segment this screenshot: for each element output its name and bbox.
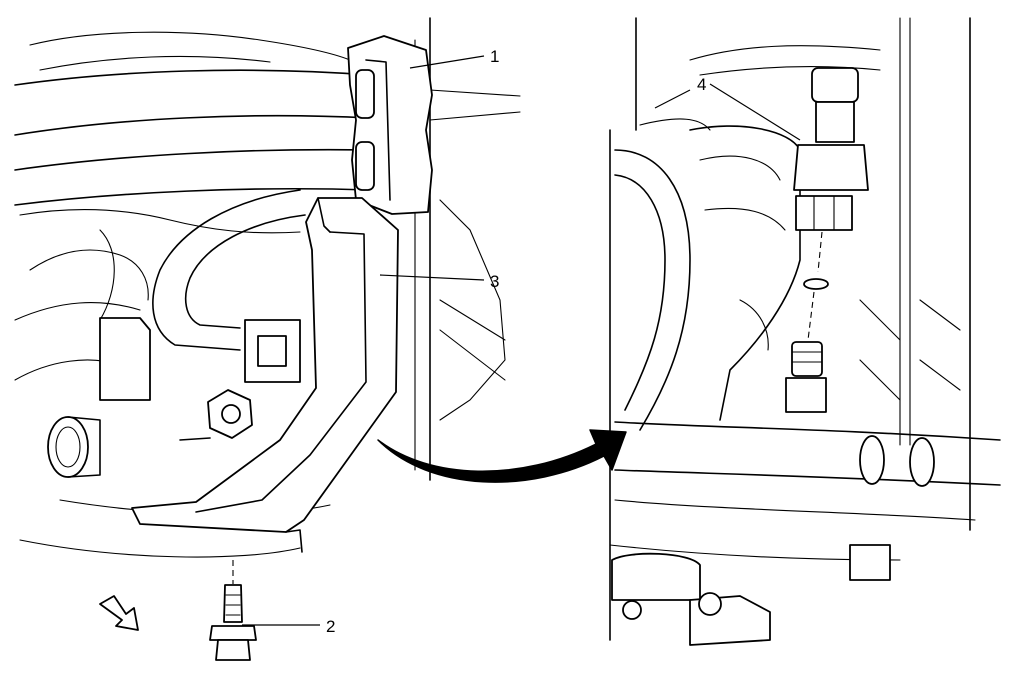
leader-4 xyxy=(709,83,801,141)
coolant-tube xyxy=(614,174,666,411)
engine-contour xyxy=(699,66,881,76)
callout-2: 2 xyxy=(326,617,335,636)
support-bracket-corner xyxy=(317,197,331,233)
leader-3 xyxy=(379,274,485,281)
housing-contour xyxy=(739,299,769,351)
hose-clamp xyxy=(859,435,885,485)
engine-contour xyxy=(614,499,976,521)
background-tube xyxy=(184,214,306,329)
hose-upper-top xyxy=(14,69,371,86)
lower-bracket xyxy=(849,544,891,581)
engine-contour xyxy=(99,229,115,321)
hose-lower-bottom xyxy=(14,187,371,206)
sensor-housing xyxy=(689,125,801,421)
engine-contour xyxy=(14,302,141,321)
sensor-cap xyxy=(811,67,859,103)
bracket-mount xyxy=(99,317,151,401)
o-ring xyxy=(803,278,829,290)
sensor-install-path xyxy=(817,231,823,273)
hose-lower-top xyxy=(14,148,371,171)
coolant-tube xyxy=(614,149,691,431)
connector-block-face xyxy=(257,335,287,367)
bolt-shank xyxy=(223,584,243,623)
clip-slot-lower xyxy=(355,141,375,191)
stud-line xyxy=(179,437,211,441)
support-bracket-flange xyxy=(195,231,367,513)
right-view: 4 xyxy=(609,17,1001,646)
sensor-collar xyxy=(793,144,869,191)
callout-1: 1 xyxy=(490,47,499,66)
filler-neck xyxy=(67,416,101,478)
transition-arrow-icon xyxy=(377,429,627,483)
callout-3: 3 xyxy=(490,272,499,291)
background-tube xyxy=(152,189,301,351)
connector-block xyxy=(244,319,301,383)
sensor-fitting xyxy=(791,341,823,377)
hex-nut-stud xyxy=(221,404,241,424)
hose-clip-edge xyxy=(365,59,391,201)
clip-slot-upper xyxy=(355,69,375,119)
engine-contour xyxy=(39,55,271,71)
engine-contour xyxy=(29,249,149,301)
hose-clamp xyxy=(909,437,935,487)
sensor-body xyxy=(815,101,855,143)
filler-cap-ring xyxy=(55,426,81,468)
housing-contour xyxy=(859,299,961,401)
housing-contour xyxy=(699,155,781,181)
engine-contour xyxy=(29,31,351,61)
engine-contour xyxy=(429,111,521,121)
engine-contour xyxy=(429,89,521,97)
callout-4: 4 xyxy=(697,75,706,94)
filler-cap xyxy=(47,416,89,478)
hose-top xyxy=(614,421,1001,441)
view-direction-arrow-icon xyxy=(99,595,139,631)
support-bracket-foot xyxy=(285,529,303,553)
engine-contour xyxy=(439,299,506,381)
left-view: 1 2 3 xyxy=(14,17,521,661)
fitting-base xyxy=(785,377,827,413)
hose-upper-bottom xyxy=(14,114,371,136)
lower-mount xyxy=(611,552,701,601)
support-bracket xyxy=(131,197,399,533)
hose-bottom xyxy=(614,469,1001,486)
engine-contour xyxy=(19,208,301,234)
housing-contour xyxy=(704,207,786,231)
leader-1 xyxy=(409,55,485,69)
lower-bolt xyxy=(622,600,642,620)
lower-bolt xyxy=(698,592,722,616)
leader-4-secondary xyxy=(654,89,691,109)
bolt-head xyxy=(215,639,251,661)
engine-contour xyxy=(689,45,881,61)
engine-contour xyxy=(19,539,301,558)
engine-contour xyxy=(439,199,506,421)
sensor-hex xyxy=(795,195,853,231)
sensor-install-path xyxy=(807,291,815,341)
bolt-flange xyxy=(209,625,257,641)
